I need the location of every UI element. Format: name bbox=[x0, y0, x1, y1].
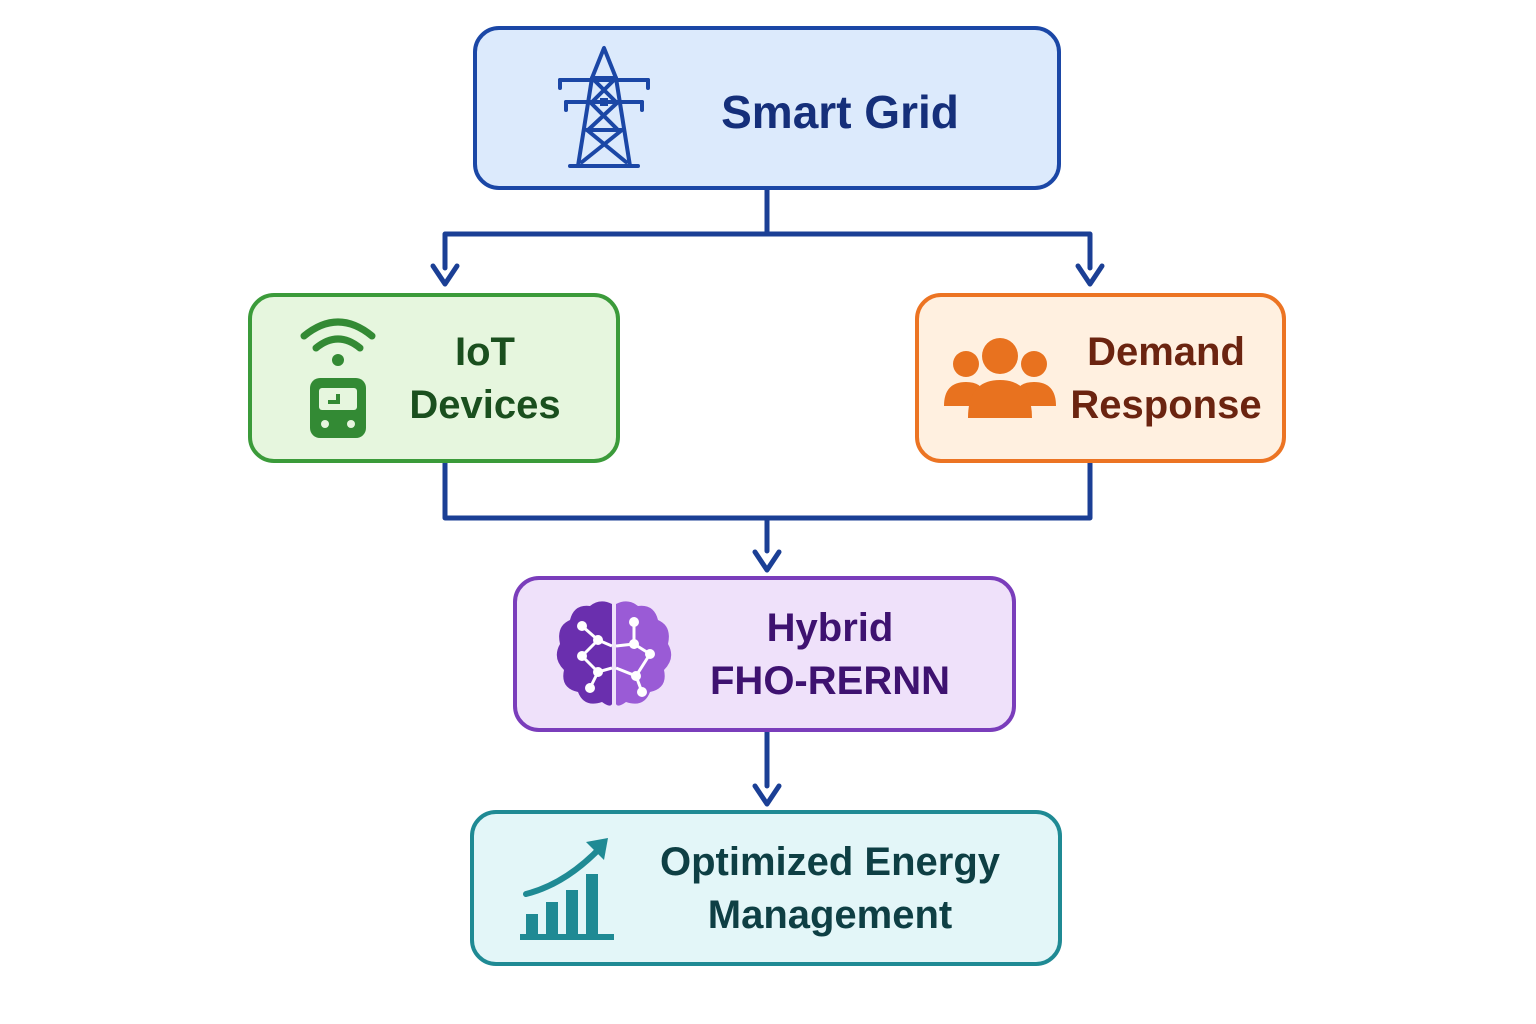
iot-devices-node bbox=[248, 293, 620, 463]
iot-devices-label: IoT Devices bbox=[395, 326, 575, 432]
people-group-icon bbox=[944, 338, 1056, 418]
edge-smart-grid-to-demand bbox=[764, 231, 1093, 271]
smart-grid-node bbox=[473, 26, 1061, 190]
optimized-energy-label-line-1: Optimized Energy bbox=[659, 840, 1001, 884]
edge-demand-to-hybrid bbox=[764, 460, 1093, 521]
smart-grid-label: Smart Grid bbox=[690, 82, 990, 143]
arrowhead-iot bbox=[430, 263, 460, 287]
hybrid-model-label-line-1: Hybrid bbox=[766, 606, 894, 650]
wifi-meter-icon bbox=[300, 318, 376, 438]
arrowhead-hybrid bbox=[752, 549, 782, 573]
arrowhead-demand bbox=[1075, 263, 1105, 287]
brain-network-icon bbox=[556, 601, 672, 706]
optimized-energy-label: Optimized Energy Management bbox=[630, 836, 1030, 942]
smart-grid-label-line: Smart Grid bbox=[721, 86, 959, 138]
arrowhead-optimized bbox=[752, 783, 782, 807]
hybrid-model-label-line-2: FHO-RERNN bbox=[710, 658, 950, 703]
transmission-tower-icon bbox=[558, 46, 650, 168]
iot-devices-label-line-1: IoT bbox=[455, 330, 515, 374]
demand-response-label-line-2: Response bbox=[1070, 382, 1262, 427]
optimized-energy-label-line-2: Management bbox=[707, 892, 953, 937]
demand-response-label-line-1: Demand bbox=[1087, 330, 1245, 374]
iot-devices-label-line-2: Devices bbox=[409, 382, 561, 427]
hybrid-model-label: Hybrid FHO-RERNN bbox=[690, 602, 970, 708]
edge-iot-to-hybrid bbox=[442, 460, 770, 554]
demand-response-label: Demand Response bbox=[1060, 326, 1272, 432]
growth-chart-icon bbox=[520, 838, 614, 940]
edge-smart-grid-to-iot bbox=[442, 187, 770, 271]
demand-response-node bbox=[915, 293, 1286, 463]
